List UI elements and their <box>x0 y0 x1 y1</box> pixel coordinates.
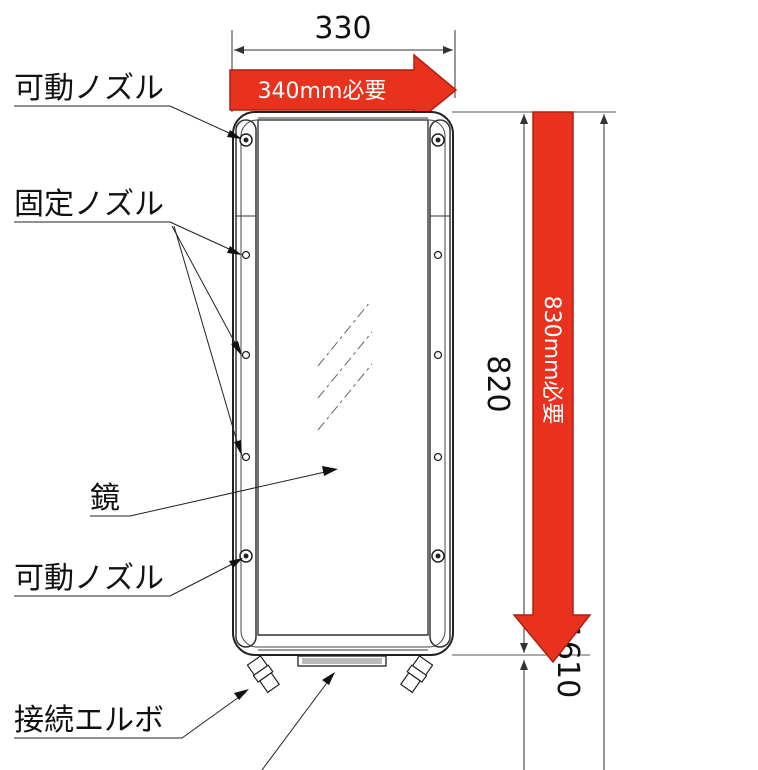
drain-leader <box>261 672 335 770</box>
fixed-nozzles <box>241 250 443 462</box>
bottom-fittings <box>246 655 434 694</box>
width-dimension-value: 330 <box>314 11 371 46</box>
label-fixed-nozzle: 固定ノズル <box>14 187 242 456</box>
label-movable-nozzle-top: 可動ノズル <box>14 71 242 139</box>
label-movable-nozzle-top-text: 可動ノズル <box>14 71 164 106</box>
width-dimension: 330 <box>231 11 456 112</box>
label-mirror-text: 鏡 <box>90 481 120 516</box>
label-mirror: 鏡 <box>90 466 338 517</box>
height-required-text: 830mm必要 <box>539 296 564 425</box>
label-connection-elbow: 接続エルボ <box>14 689 249 739</box>
mirror <box>257 119 429 636</box>
label-movable-nozzle-bottom: 可動ノズル <box>14 558 243 597</box>
height-dimension-value: 820 <box>480 355 515 412</box>
height-dimension-lines <box>452 111 616 770</box>
label-movable-nozzle-bottom-text: 可動ノズル <box>14 561 164 596</box>
label-connection-elbow-text: 接続エルボ <box>14 703 164 738</box>
width-required-text: 340mm必要 <box>258 79 387 104</box>
height-required-arrow: 830mm必要 <box>512 111 592 664</box>
shower-panel <box>232 111 454 656</box>
movable-nozzles <box>239 133 445 563</box>
width-required-arrow: 340mm必要 <box>229 53 458 126</box>
label-fixed-nozzle-text: 固定ノズル <box>14 187 164 222</box>
